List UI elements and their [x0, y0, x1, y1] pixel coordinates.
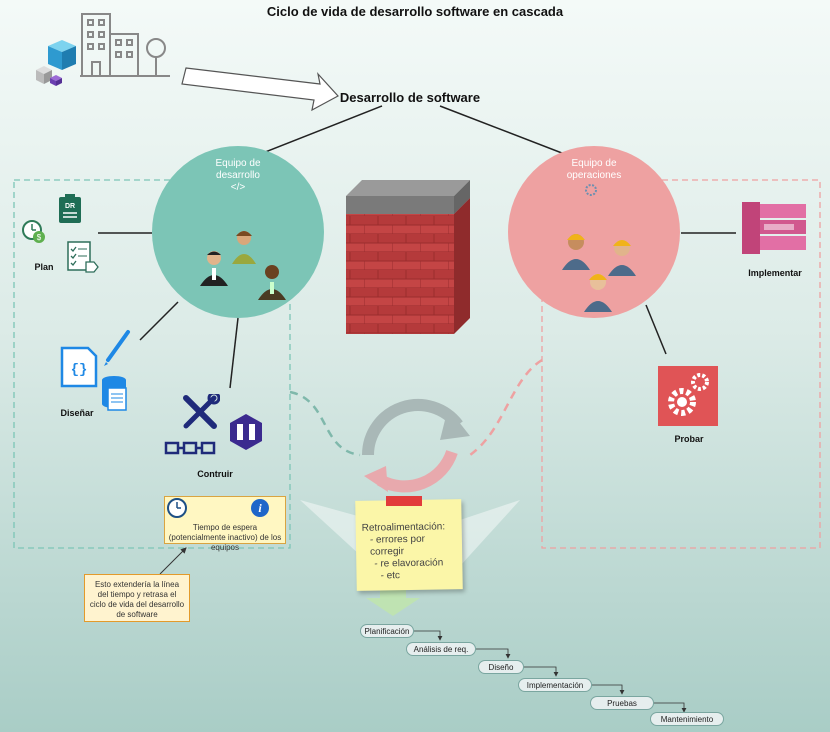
ops-team-circle: [508, 146, 680, 318]
checklist-tag-icon: [67, 241, 99, 273]
feedback-item: - etc: [380, 570, 401, 582]
waterfall-stage-analysis: Análisis de req.: [406, 642, 476, 656]
codebuild-icon: [230, 414, 262, 450]
pipeline-chain-icon: [164, 441, 216, 455]
city-buildings-icon: [80, 13, 170, 77]
dev-dashed-region: [13, 179, 291, 549]
dev-team-circle: [152, 146, 324, 318]
feedback-sticky-note: Retroalimentación: - errores por corregi…: [355, 499, 463, 591]
clipboard-document-icon: [59, 194, 81, 223]
svg-text:{}: {}: [71, 362, 88, 378]
clock-dollar-icon: $: [22, 220, 45, 243]
info-icon: i: [251, 499, 269, 517]
tools-icon: [183, 394, 220, 429]
plan-label: Plan: [34, 262, 54, 272]
gears-icon: [585, 184, 597, 196]
dev-team-title-line1: Equipo de: [215, 158, 261, 169]
operators-workers-icon: [562, 234, 636, 312]
ops-team-title-line1: Equipo de: [571, 158, 617, 169]
ops-team-title: Equipo de operaciones: [546, 158, 642, 182]
deploy-stack-icon: [742, 202, 806, 254]
waterfall-stage-maintenance: Mantenimiento: [650, 712, 724, 726]
deploy-label: Implementar: [748, 268, 802, 278]
impact-note-text: Esto extendería la línea del tiempo y re…: [89, 580, 185, 619]
build-label: Contruir: [197, 469, 233, 479]
brick-wall: [346, 214, 454, 334]
connector-ops: [439, 105, 581, 161]
cube-boxes-icon: [36, 40, 76, 86]
test-gears-icon: [658, 366, 718, 426]
ops-team-title-line2: operaciones: [566, 170, 622, 181]
waterfall-stage-implementation: Implementación: [518, 678, 592, 692]
feedback-heading: Retroalimentación:: [361, 521, 446, 534]
design-label: Diseñar: [60, 408, 94, 418]
waterfall-stage-design: Diseño: [478, 660, 524, 674]
hollow-arrow: [181, 67, 339, 112]
feedback-item: - errores por corregir: [369, 533, 426, 558]
code-icon: </>: [230, 182, 246, 193]
waterfall-stage-planning: Planificación: [360, 624, 414, 638]
feedback-item: - re elavoración: [374, 557, 444, 570]
developers-people-icon: [200, 231, 286, 300]
waterfall-stage-testing: Pruebas: [590, 696, 654, 710]
dev-team-title: Equipo de desarrollo </>: [190, 158, 286, 194]
test-label: Probar: [674, 434, 704, 444]
wait-note-icons: i: [167, 498, 269, 518]
diagram-subtitle: Desarrollo de software: [339, 90, 481, 105]
dev-team-title-line2: desarrollo: [216, 170, 260, 181]
ops-dashed-region: [541, 179, 821, 549]
clipboard-label: DR: [64, 203, 76, 210]
page-title: Ciclo de vida de desarrollo software en …: [266, 4, 564, 19]
clock-icon: [167, 498, 187, 518]
svg-text:i: i: [258, 501, 262, 515]
svg-text:$: $: [37, 233, 42, 242]
json-file-database-icon: {}: [60, 330, 130, 411]
sticky-tape: [386, 496, 422, 506]
wait-time-note-text: Tiempo de espera (potencialmente inactiv…: [168, 523, 282, 552]
impact-note: Esto extendería la línea del tiempo y re…: [84, 574, 190, 622]
